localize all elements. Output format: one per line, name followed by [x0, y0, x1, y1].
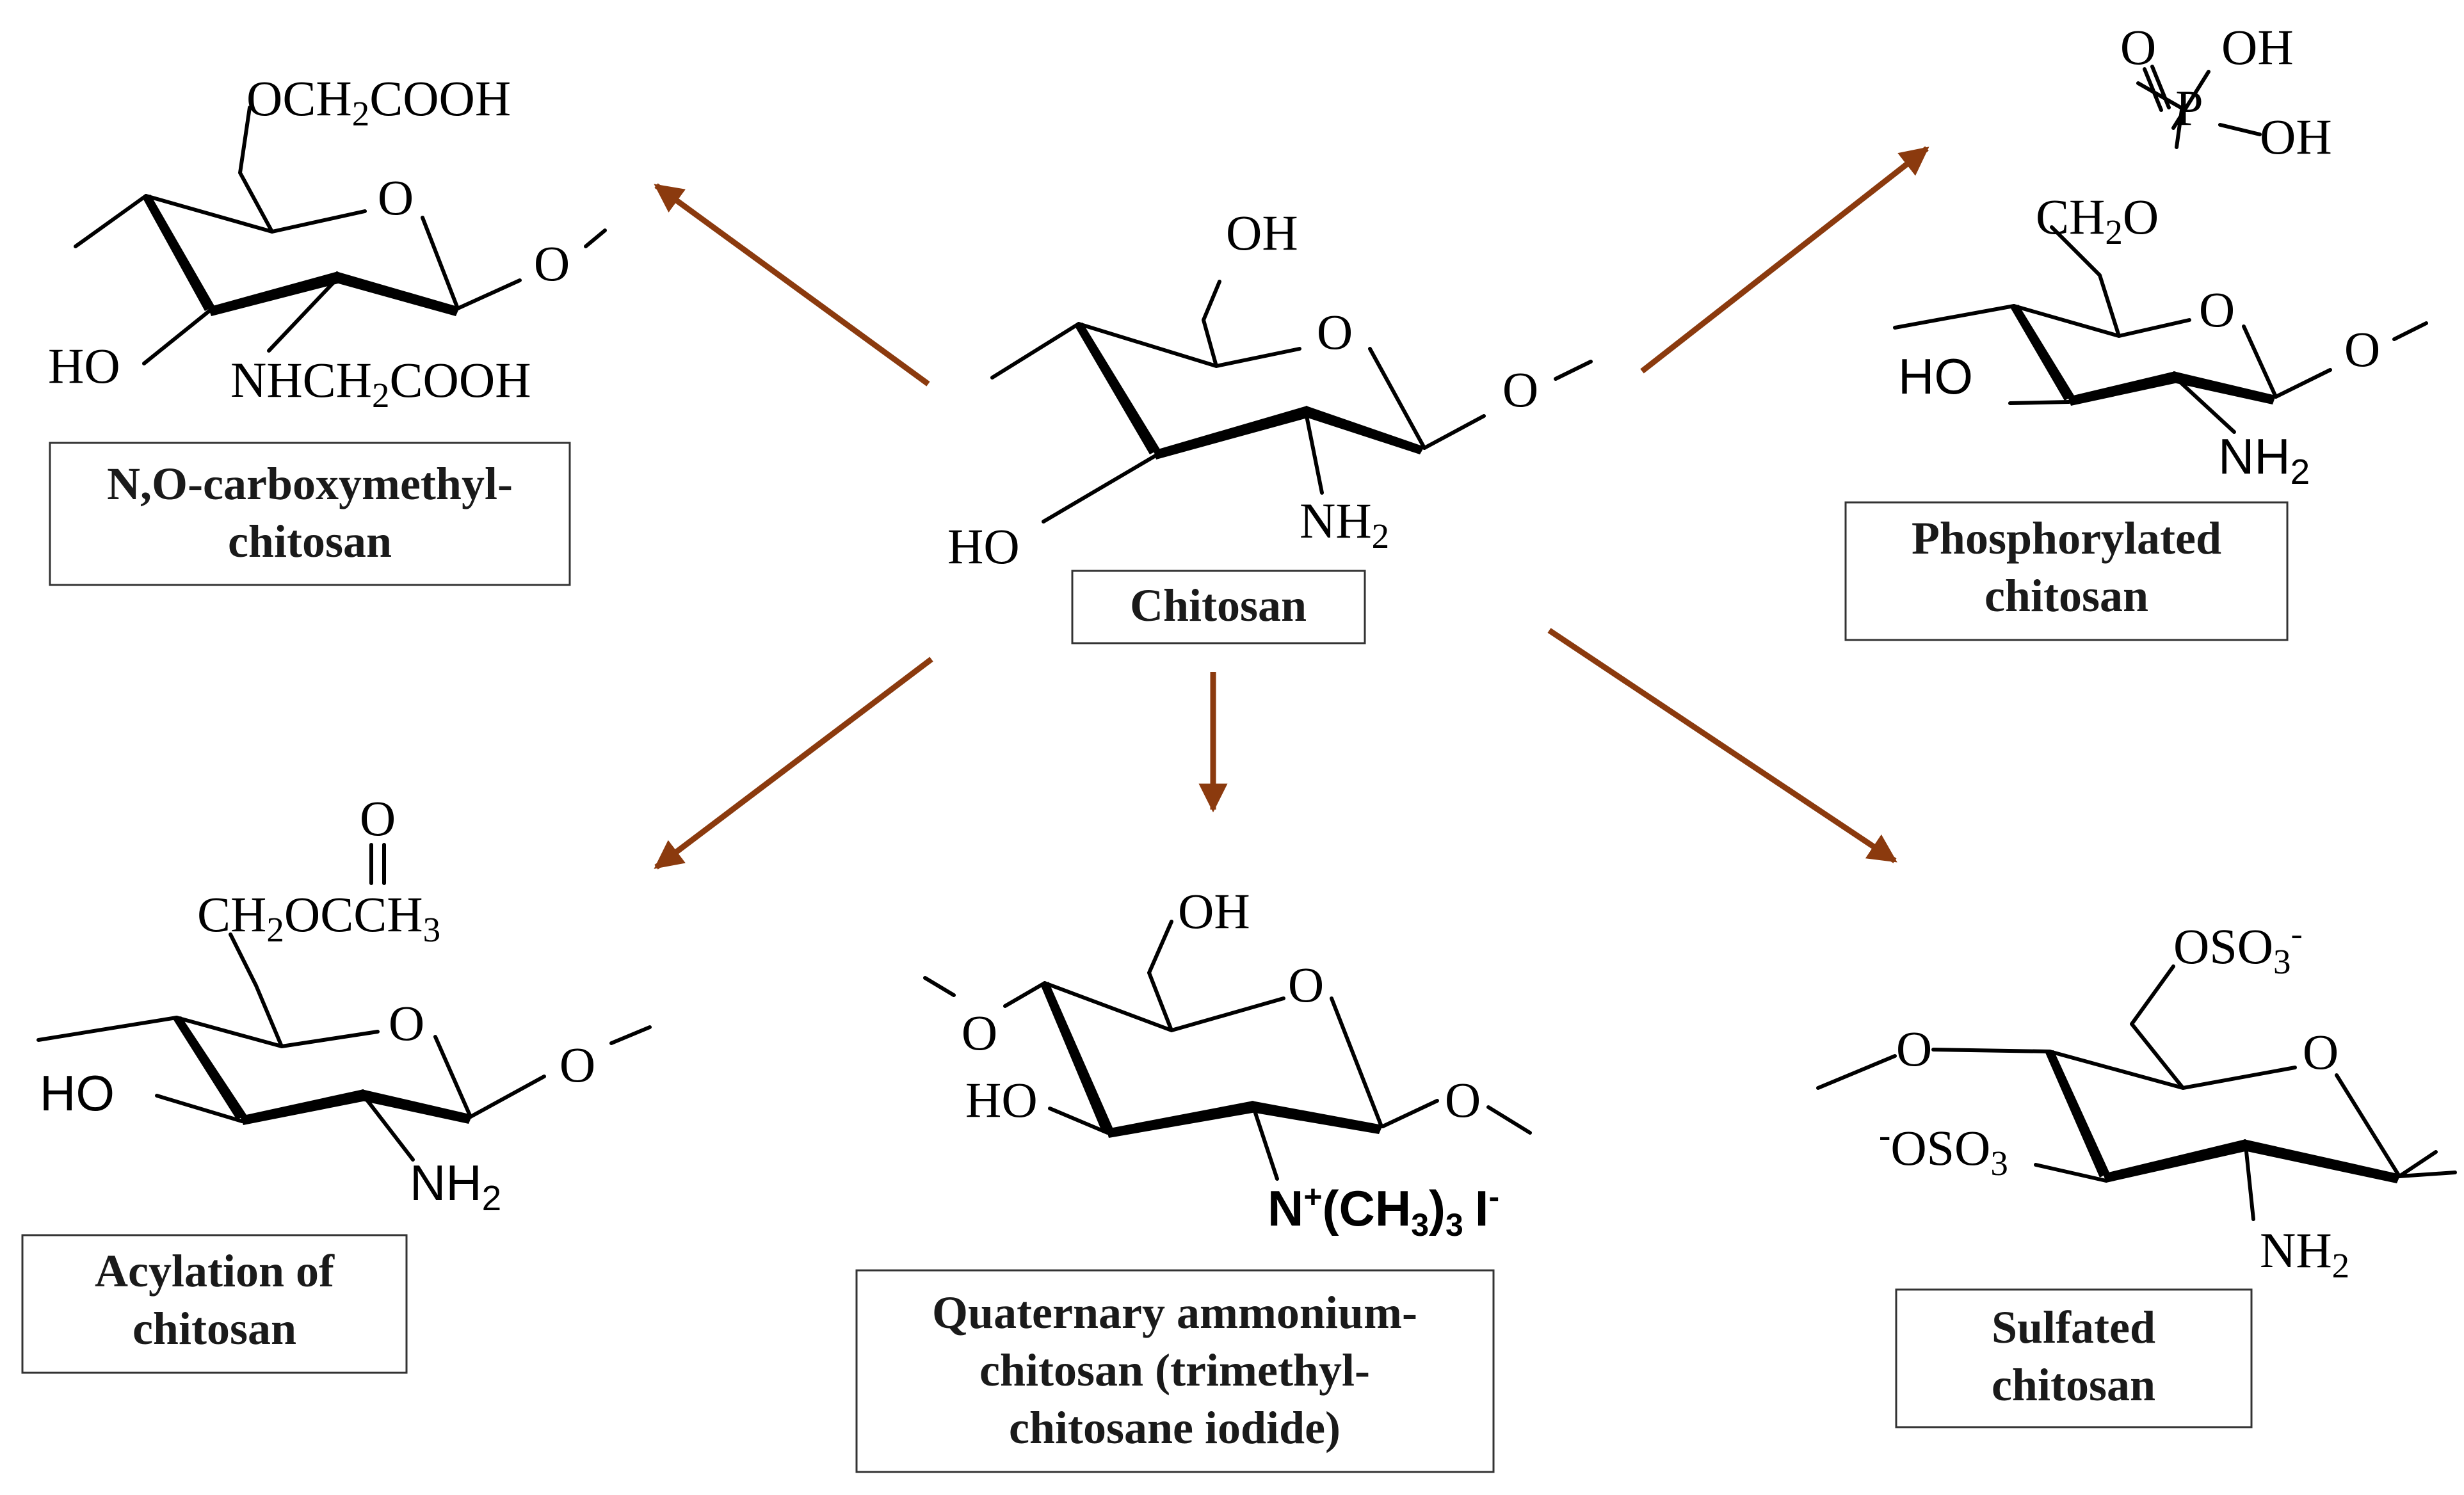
wedge-bond: [336, 271, 460, 316]
oh-group: OH: [1226, 205, 1298, 260]
carboxymethyl-chitosan-structure: OCH2COOH O O HO NHCH2COOH N,O-carboxymet…: [48, 70, 607, 586]
wedge-bond: [1252, 1101, 1383, 1134]
phosphate-bonds: [2136, 65, 2262, 149]
phosphorus-atom: P: [2175, 80, 2203, 136]
carboxymethyl-ether-group: OCH2COOH: [246, 70, 511, 133]
sulfated-label-line-2: chitosan: [1992, 1359, 2155, 1411]
phosphate-oh-2: OH: [2260, 109, 2332, 164]
amine-group: NH2: [1300, 493, 1389, 556]
chitosan-label-box: [1071, 570, 1366, 644]
glycosidic-oxygen: O: [1502, 362, 1538, 417]
wedge-bond: [1306, 406, 1424, 454]
quaternary-label-line-3: chitosane iodide): [1009, 1402, 1341, 1453]
wedge-bond: [142, 195, 214, 311]
phosphoryl-oxygen: O: [2120, 19, 2156, 75]
glycosidic-oxygen: O: [2344, 321, 2380, 377]
phosphorylated-chitosan-structure: O P OH OH CH2O O O HO NH2 Phosphorylated…: [1844, 19, 2428, 641]
glycosidic-oxygen: O: [1445, 1072, 1481, 1128]
wedge-bond: [173, 1016, 246, 1120]
wedge-bond: [2010, 305, 2074, 401]
amine-group: NH2: [2218, 428, 2310, 492]
wedge-bond: [240, 1089, 366, 1125]
substituent-bonds: [36, 1016, 652, 1162]
phosphorylated-label-box: [1844, 501, 2289, 641]
wedge-bond: [1040, 982, 1113, 1133]
ring-bonds: [1077, 280, 1426, 450]
substituent-bonds: [1816, 1048, 2457, 1221]
acylation-label-box: [21, 1234, 408, 1374]
ring-oxygen: O: [2303, 1024, 2339, 1080]
amine-group: NH2: [2260, 1222, 2349, 1285]
ring-oxygen: O: [1317, 304, 1353, 360]
substituent-bonds: [74, 194, 607, 365]
phosphate-oh-1: OH: [2221, 19, 2294, 75]
oh-group: OH: [1178, 883, 1250, 939]
ho-group: HO: [1898, 348, 1973, 404]
wedge-bond: [2173, 371, 2276, 404]
ring-oxygen: O: [378, 170, 414, 225]
phosphorylated-label-line-2: chitosan: [1985, 570, 2148, 621]
acylation-label-line-2: chitosan: [133, 1303, 296, 1354]
ho-group: HO: [40, 1065, 115, 1121]
ho-group: HO: [48, 338, 120, 394]
substituent-bonds: [1893, 304, 2428, 434]
wedge-bond: [208, 271, 341, 316]
carboxymethyl-label-box: [49, 442, 571, 586]
phosphorylated-label-line-1: Phosphorylated: [1912, 513, 2221, 564]
quaternary-label-line-2: chitosan (trimethyl-: [979, 1345, 1370, 1396]
wedge-bond: [2103, 1139, 2248, 1183]
sulfate-group-top: OSO3-: [2173, 914, 2303, 981]
wedge-bond: [2045, 1050, 2109, 1178]
acylation-label-line-1: Acylation of: [95, 1245, 335, 1297]
acylated-chitosan-structure: O CH2OCCH3 O O HO NH2 Acylation of chito…: [21, 790, 652, 1374]
ring-oxygen: O: [389, 995, 424, 1051]
carboxymethyl-amine-group: NHCH2COOH: [230, 352, 531, 415]
wedge-bond: [1106, 1101, 1256, 1138]
carboxymethyl-label-line-1: N,O-carboxymethyl-: [107, 458, 513, 509]
reaction-arrows: [654, 146, 1929, 870]
wedge-bond: [2244, 1139, 2401, 1183]
acetyl-ester-group: CH2OCCH3: [197, 886, 440, 949]
quaternary-label-line-1: Quaternary ammonium-: [932, 1287, 1417, 1338]
ho-group: HO: [965, 1072, 1038, 1128]
wedge-bond: [1074, 323, 1160, 454]
sulfated-chitosan-structure: OSO3- O O -OSO3 NH2 Sulfated chitosan: [1816, 914, 2457, 1428]
quaternary-label-box: [855, 1269, 1495, 1473]
wedge-bond: [2068, 371, 2178, 406]
arrow-to-phosphorylated: [1640, 146, 1929, 374]
linking-oxygen: O: [1896, 1021, 1932, 1076]
linking-oxygen: O: [962, 1005, 997, 1060]
chitosan-structure: OH O O HO NH2 Chitosan: [947, 205, 1593, 644]
sulfate-group-left: -OSO3: [1879, 1115, 2008, 1183]
substituent-bonds: [990, 322, 1593, 524]
arrow-to-carboxymethyl: [654, 183, 930, 387]
ring-oxygen: O: [2199, 282, 2235, 337]
carbonyl-oxygen: O: [360, 790, 396, 846]
ho-group: HO: [947, 518, 1020, 574]
ring-oxygen: O: [1288, 957, 1324, 1012]
ring-bonds: [1043, 920, 1383, 1128]
arrow-to-acylation: [654, 657, 933, 870]
wedge-bond: [1154, 406, 1310, 460]
amine-group: NH2: [410, 1155, 501, 1218]
ring-bonds: [175, 932, 472, 1119]
sulfated-label-line-1: Sulfated: [1992, 1302, 2155, 1353]
glycosidic-oxygen: O: [560, 1037, 595, 1092]
sulfated-label-box: [1895, 1288, 2253, 1428]
ch2o-group: CH2O: [2036, 189, 2159, 252]
arrow-to-sulfated: [1547, 628, 1897, 863]
carbonyl-double-bond: [369, 843, 386, 885]
substituent-bonds: [923, 976, 1532, 1181]
glycosidic-oxygen: O: [534, 236, 570, 291]
wedge-bond: [362, 1089, 472, 1124]
ring-bonds: [144, 106, 460, 310]
ring-bonds: [2012, 225, 2278, 399]
chitosan-label: Chitosan: [1130, 580, 1307, 631]
carboxymethyl-label-line-2: chitosan: [228, 516, 392, 567]
ring-bonds: [2048, 964, 2401, 1178]
